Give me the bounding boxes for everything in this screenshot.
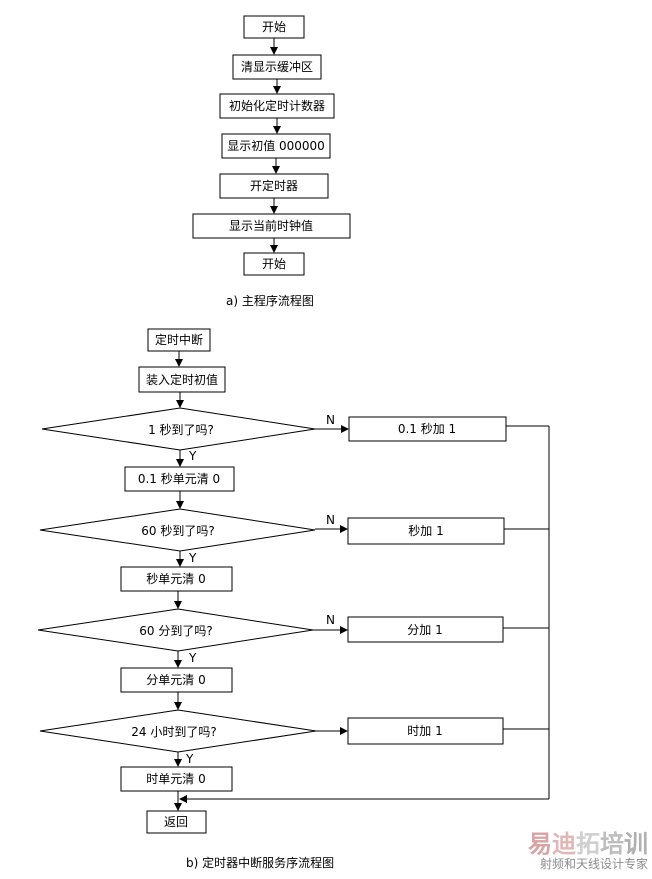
return-label: 返回 xyxy=(164,815,188,829)
hour-clear-step: 时单元清 0 xyxy=(121,767,232,791)
start-timer-label: 开定时器 xyxy=(250,178,298,193)
second-clear-label: 秒单元清 0 xyxy=(146,572,205,586)
tenth-second-clear-label: 0.1 秒单元清 0 xyxy=(138,472,220,486)
main-start-label: 开始 xyxy=(262,20,286,34)
minute-add-label: 分加 1 xyxy=(407,623,442,637)
decision-60-seconds: 60 秒到了吗? xyxy=(40,509,315,551)
decision-3-yes-label: Y xyxy=(188,651,197,665)
decision-4-yes-label: Y xyxy=(185,752,194,766)
second-add-label: 秒加 1 xyxy=(408,524,443,538)
minute-add-step: 分加 1 xyxy=(348,617,503,642)
start-timer-step: 开定时器 xyxy=(220,174,328,198)
init-timer-counter-step: 初始化定时计数器 xyxy=(220,94,334,118)
clear-display-buffer-step: 清显示缓冲区 xyxy=(233,55,321,79)
hour-clear-label: 时单元清 0 xyxy=(146,772,205,786)
decision-24-hours-label: 24 小时到了吗? xyxy=(131,725,216,739)
timer-interrupt-label: 定时中断 xyxy=(155,332,203,347)
hour-add-label: 时加 1 xyxy=(407,724,442,738)
decision-60-minutes-label: 60 分到了吗? xyxy=(139,624,212,638)
load-timer-initial-step: 装入定时初值 xyxy=(139,367,225,392)
show-initial-value-label: 显示初值 000000 xyxy=(227,138,325,153)
show-initial-value-step: 显示初值 000000 xyxy=(222,134,330,158)
watermark-tagline: 射频和天线设计专家 xyxy=(528,857,648,871)
main-flow-caption: a) 主程序流程图 xyxy=(226,293,314,308)
second-clear-step: 秒单元清 0 xyxy=(121,567,232,591)
decision-2-yes-label: Y xyxy=(188,551,197,565)
tenth-second-add-label: 0.1 秒加 1 xyxy=(398,422,456,436)
decision-1-no-label: N xyxy=(326,413,335,427)
minute-clear-step: 分单元清 0 xyxy=(121,668,232,692)
decision-60-seconds-label: 60 秒到了吗? xyxy=(141,524,214,538)
watermark-brand: 易迪拓培训 xyxy=(528,831,648,857)
decision-1-yes-label: Y xyxy=(188,449,197,463)
decision-1-second-label: 1 秒到了吗? xyxy=(148,423,214,437)
decision-24-hours: 24 小时到了吗? xyxy=(40,710,316,752)
minute-clear-label: 分单元清 0 xyxy=(146,673,205,687)
decision-3-no-label: N xyxy=(326,613,335,627)
tenth-second-clear-step: 0.1 秒单元清 0 xyxy=(125,467,234,491)
watermark-logo: 易迪拓培训 射频和天线设计专家 xyxy=(528,831,648,871)
second-add-step: 秒加 1 xyxy=(348,518,504,544)
main-end-label: 开始 xyxy=(262,257,286,271)
hour-add-step: 时加 1 xyxy=(348,718,503,744)
main-start-terminal: 开始 xyxy=(244,16,304,38)
timer-interrupt-terminal: 定时中断 xyxy=(148,329,210,351)
decision-60-minutes: 60 分到了吗? xyxy=(38,609,313,651)
decision-1-second: 1 秒到了吗? xyxy=(42,408,315,450)
init-timer-counter-label: 初始化定时计数器 xyxy=(229,98,325,113)
load-timer-initial-label: 装入定时初值 xyxy=(146,372,218,387)
clear-display-buffer-label: 清显示缓冲区 xyxy=(241,59,313,74)
show-clock-value-label: 显示当前时钟值 xyxy=(229,218,313,233)
tenth-second-add-step: 0.1 秒加 1 xyxy=(349,417,506,441)
decision-2-no-label: N xyxy=(326,513,335,527)
main-end-terminal: 开始 xyxy=(244,253,304,275)
isr-flow-caption: b) 定时器中断服务序流程图 xyxy=(186,855,334,870)
return-terminal: 返回 xyxy=(147,811,206,833)
show-clock-value-step: 显示当前时钟值 xyxy=(193,214,350,238)
